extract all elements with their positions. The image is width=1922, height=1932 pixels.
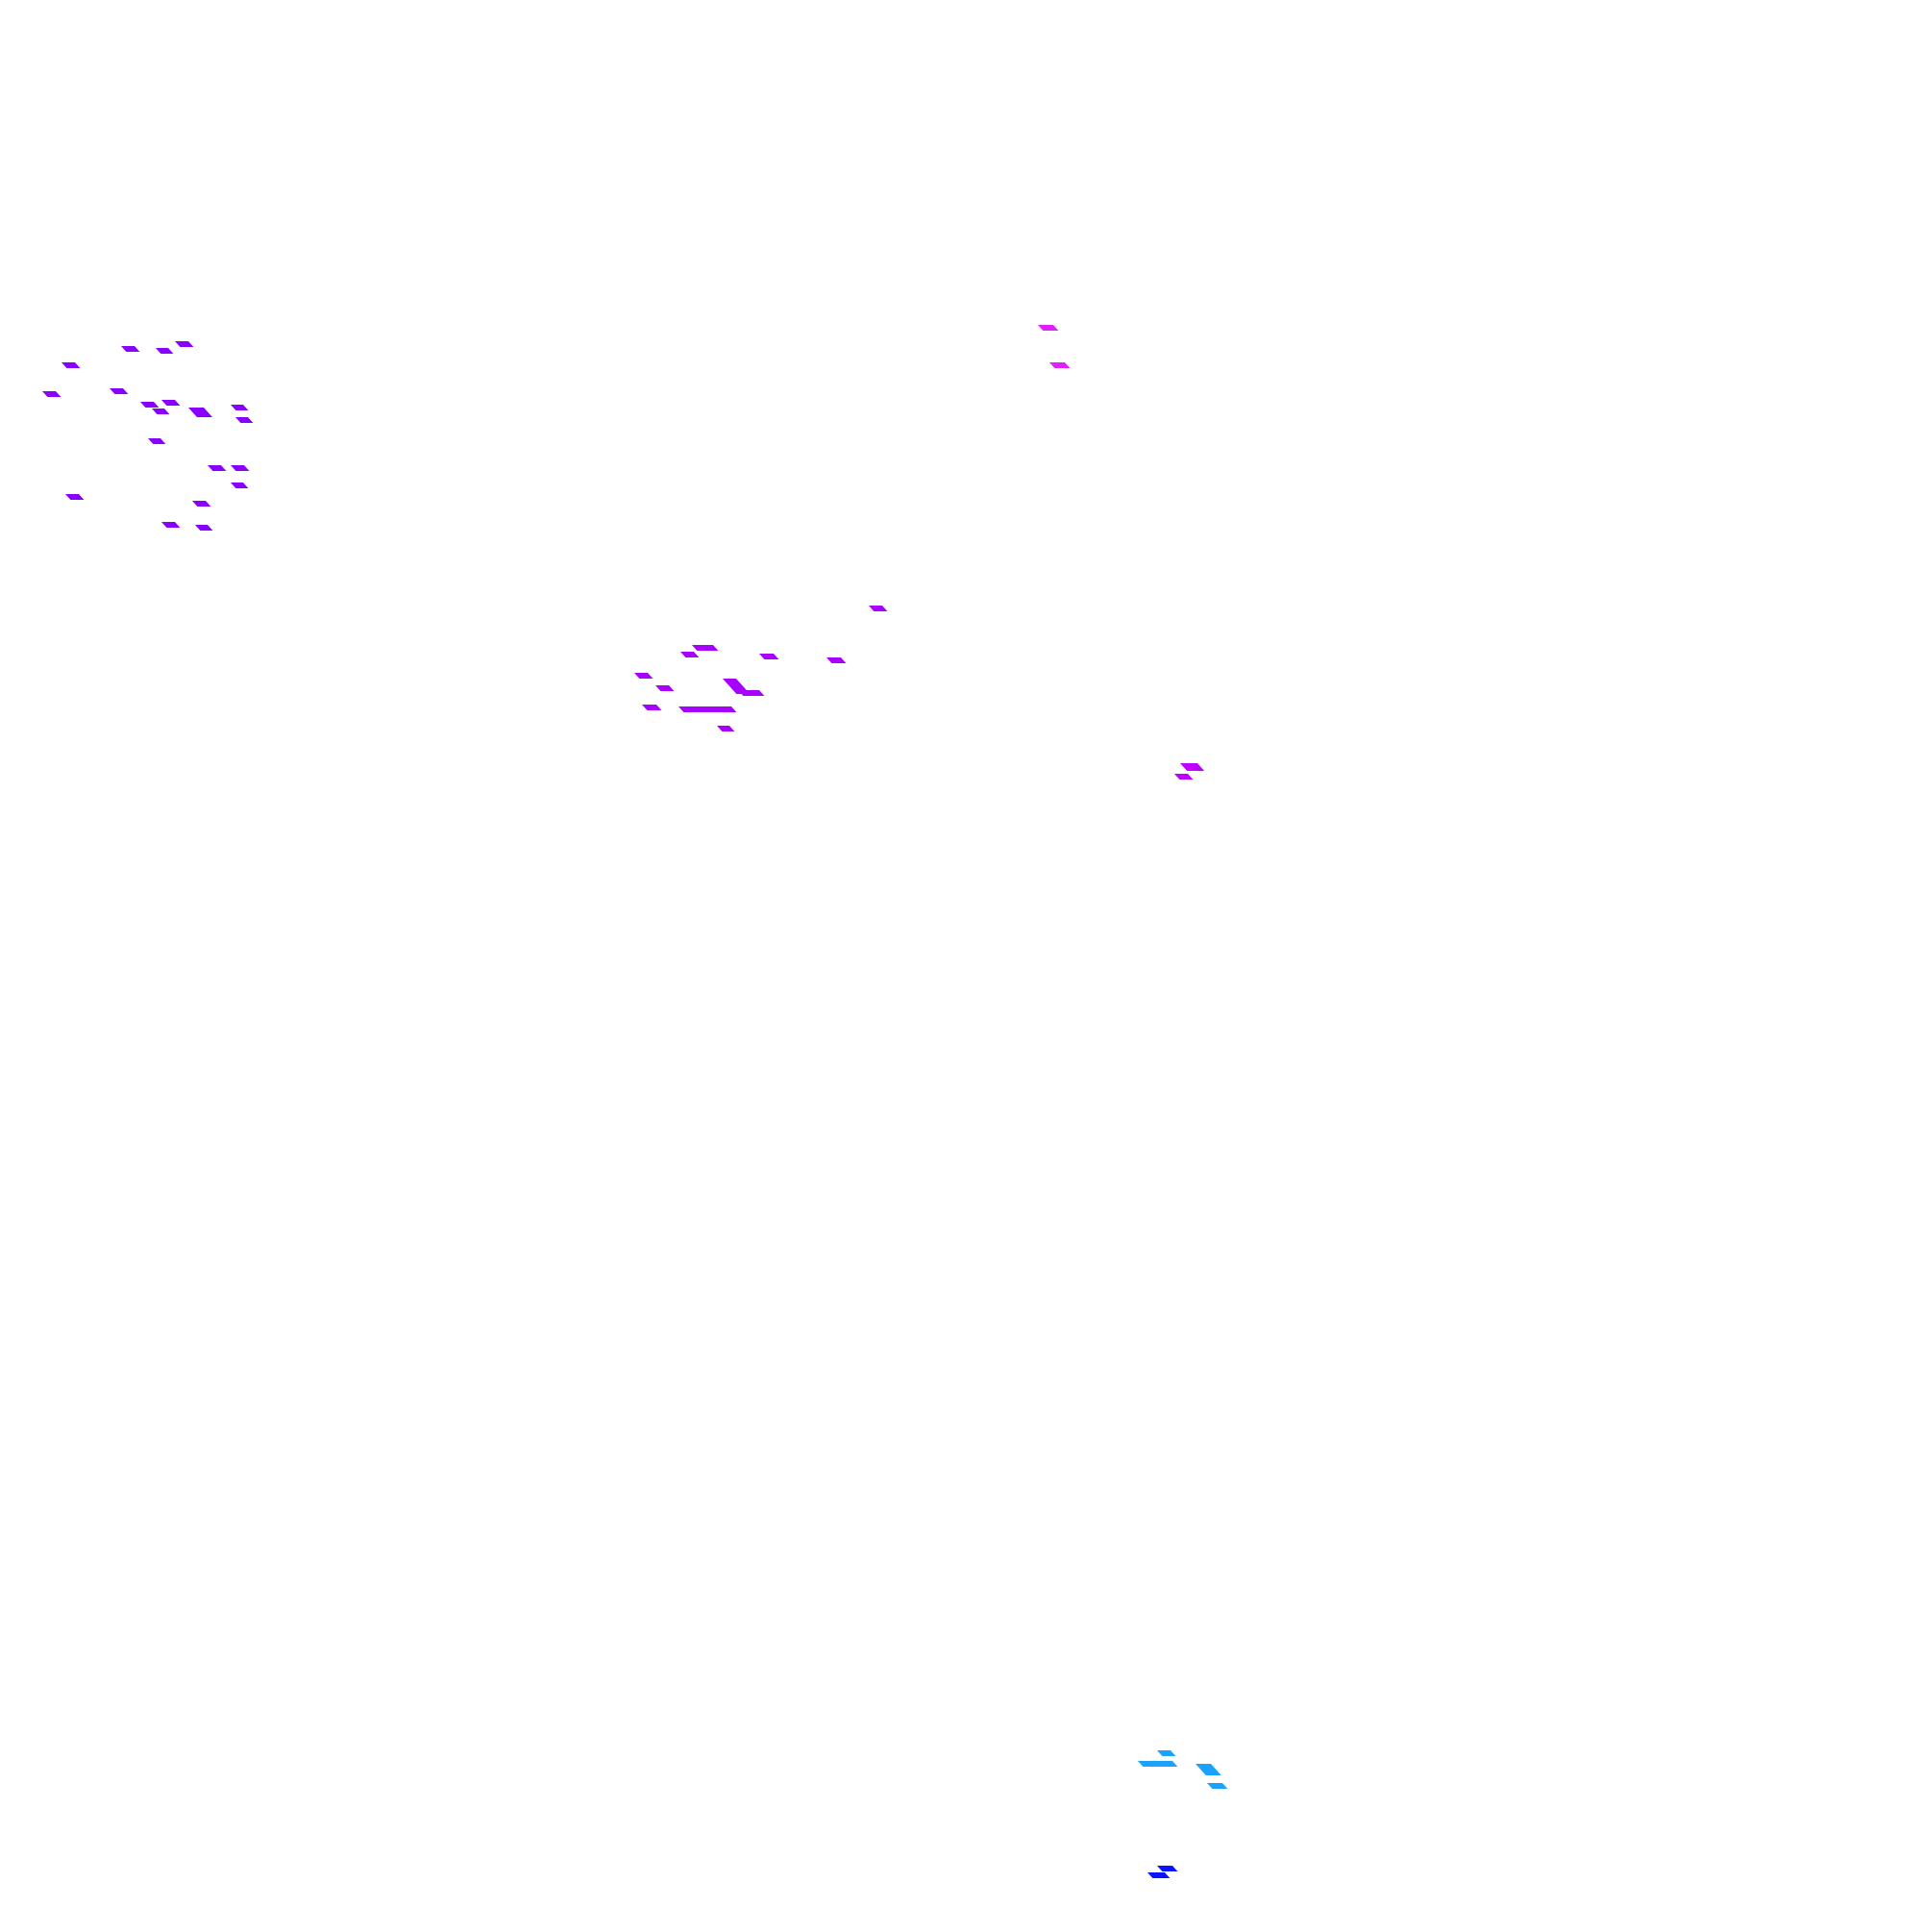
upper-right-pair — [1038, 325, 1071, 368]
center-cluster-mark-9 — [642, 705, 662, 710]
marks-layer — [42, 325, 1228, 1878]
lower-blue-single — [1147, 1866, 1178, 1878]
upper-left-cluster-mark-5 — [42, 391, 62, 397]
right-single — [1174, 763, 1205, 780]
lower-cyan-cluster-mark-4 — [1207, 1783, 1228, 1789]
upper-left-cluster — [42, 341, 254, 531]
lower-cyan-cluster-mark-3 — [1195, 1764, 1221, 1775]
upper-left-cluster-mark-1 — [62, 362, 81, 368]
upper-left-cluster-mark-20 — [195, 525, 213, 531]
center-cluster-mark-11 — [717, 726, 735, 731]
upper-left-cluster-mark-6 — [110, 388, 129, 394]
upper-left-cluster-mark-19 — [161, 522, 181, 528]
center-cluster-mark-4 — [826, 657, 847, 663]
upper-left-cluster-mark-14 — [208, 465, 227, 471]
upper-left-cluster-mark-9 — [152, 409, 170, 414]
center-cluster-mark-5 — [634, 673, 653, 679]
center-cluster-mark-6 — [655, 685, 675, 691]
upper-left-cluster-mark-8 — [161, 400, 181, 406]
center-cluster-mark-1 — [692, 645, 719, 651]
upper-left-cluster-mark-16 — [231, 483, 249, 488]
upper-left-cluster-mark-7 — [140, 402, 160, 408]
upper-left-cluster-mark-18 — [192, 501, 211, 507]
lower-blue-single-mark-1 — [1157, 1866, 1178, 1871]
center-cluster — [634, 606, 888, 731]
center-cluster-mark-10 — [678, 706, 737, 712]
upper-left-cluster-mark-17 — [65, 494, 85, 500]
upper-left-cluster-mark-4 — [175, 341, 194, 347]
upper-left-cluster-mark-15 — [231, 465, 250, 471]
right-single-mark-1 — [1180, 763, 1205, 771]
upper-left-cluster-mark-13 — [148, 438, 166, 444]
right-single-mark-2 — [1174, 774, 1194, 780]
center-cluster-mark-12 — [869, 606, 888, 611]
upper-left-cluster-mark-12 — [235, 417, 254, 423]
upper-left-cluster-mark-11 — [231, 405, 249, 410]
upper-left-cluster-mark-2 — [121, 346, 140, 352]
upper-right-pair-mark-2 — [1049, 362, 1071, 368]
upper-right-pair-mark-1 — [1038, 325, 1059, 331]
center-cluster-mark-8 — [738, 690, 765, 696]
center-cluster-mark-3 — [759, 654, 779, 659]
lower-cyan-cluster — [1138, 1750, 1228, 1789]
lower-cyan-cluster-mark-2 — [1138, 1761, 1178, 1767]
upper-left-cluster-mark-3 — [156, 348, 174, 354]
lower-cyan-cluster-mark-1 — [1157, 1750, 1176, 1756]
center-cluster-mark-2 — [680, 652, 700, 657]
upper-left-cluster-mark-10 — [188, 408, 212, 417]
lower-blue-single-mark-2 — [1147, 1872, 1170, 1878]
